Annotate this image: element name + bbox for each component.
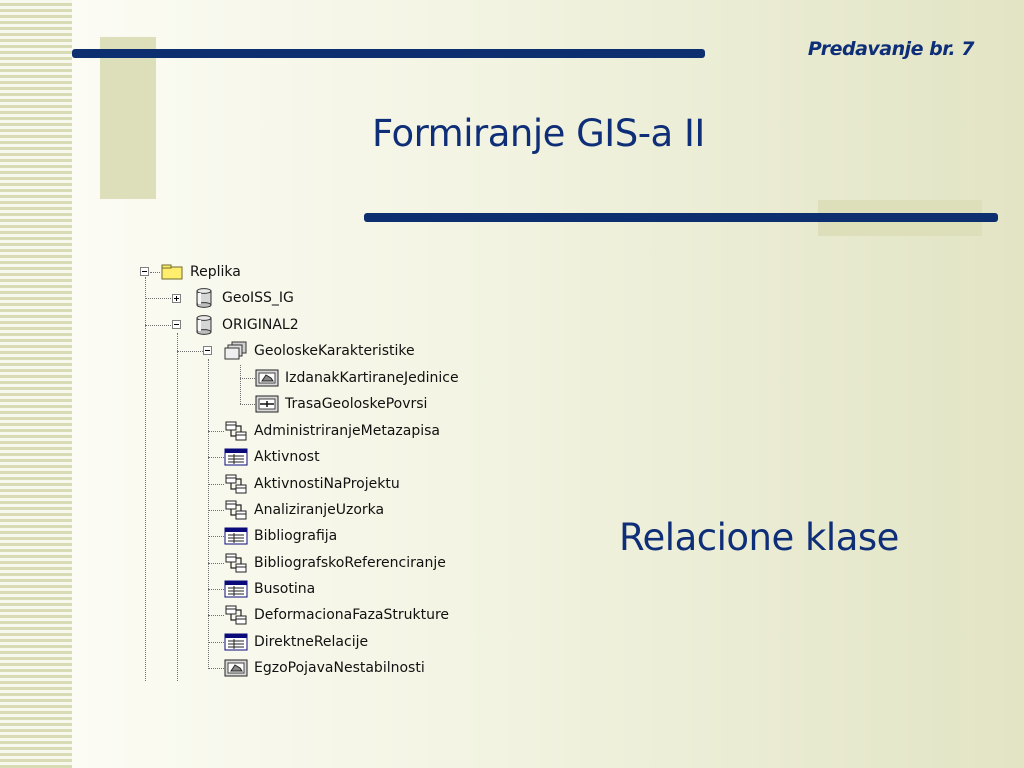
tree-item-geoiss-ig[interactable]: GeoISS_IG — [192, 288, 294, 308]
relationship-class-icon — [224, 474, 248, 494]
tree-item-administriranje-metazapisa[interactable]: AdministriranjeMetazapisa — [224, 421, 440, 441]
tree-connector — [145, 298, 171, 299]
top-rule-line — [72, 49, 705, 58]
tree-item-label: GeoISS_IG — [222, 290, 294, 306]
decorative-block-top-left — [100, 37, 156, 199]
tree-item-bibliografsko-referenciranje[interactable]: BibliografskoReferenciranje — [224, 553, 446, 573]
expand-toggle-geoiss[interactable] — [172, 294, 181, 303]
tree-item-egzo-pojava-nestabilnosti[interactable]: EgzoPojavaNestabilnosti — [224, 658, 425, 678]
tree-connector — [145, 325, 171, 326]
tree-connector — [150, 272, 160, 273]
database-icon — [192, 288, 216, 308]
tree-item-label: IzdanakKartiraneJedinice — [285, 370, 459, 386]
left-stripe-band — [0, 0, 72, 768]
tree-connector — [208, 431, 224, 432]
tree-connector — [177, 351, 203, 352]
table-icon — [224, 447, 248, 467]
tree-item-bibliografija[interactable]: Bibliografija — [224, 526, 337, 546]
slide-caption: Relacione klase — [619, 516, 899, 559]
table-icon — [224, 579, 248, 599]
tree-item-izdanak-kartirane-jedinice[interactable]: IzdanakKartiraneJedinice — [255, 368, 459, 388]
tree-connector — [208, 457, 224, 458]
database-icon — [192, 315, 216, 335]
tree-guide-line — [145, 277, 146, 681]
relationship-class-icon — [224, 605, 248, 625]
polygon-feature-class-icon — [224, 658, 248, 678]
tree-item-label: DirektneRelacije — [254, 634, 369, 650]
tree-item-label: BibliografskoReferenciranje — [254, 555, 446, 571]
relationship-class-icon — [224, 500, 248, 520]
collapse-toggle-dataset[interactable] — [203, 346, 212, 355]
tree-guide-line — [177, 333, 178, 681]
tree-item-label: AnaliziranjeUzorka — [254, 502, 385, 518]
tree-connector — [208, 484, 224, 485]
collapse-toggle-original2[interactable] — [172, 320, 181, 329]
tree-item-label: GeoloskeKarakteristike — [254, 343, 415, 359]
tree-connector — [208, 563, 224, 564]
tree-connector — [240, 404, 255, 405]
tree-item-aktivnost[interactable]: Aktivnost — [224, 447, 320, 467]
tree-item-replika[interactable]: Replika — [160, 262, 241, 282]
tree-connector — [208, 589, 224, 590]
tree-connector — [208, 642, 224, 643]
tree-guide-line — [240, 365, 241, 404]
slide-title: Formiranje GIS-a II — [372, 112, 705, 155]
collapse-toggle-replika[interactable] — [140, 267, 149, 276]
lecture-number: Predavanje br. 7 — [807, 38, 975, 60]
relationship-class-icon — [224, 421, 248, 441]
feature-dataset-icon — [224, 341, 248, 361]
tree-connector — [208, 510, 224, 511]
tree-item-original2[interactable]: ORIGINAL2 — [192, 315, 299, 335]
polygon-feature-class-icon — [255, 368, 279, 388]
tree-item-trasa-geoloske-povrsi[interactable]: TrasaGeoloskePovrsi — [255, 394, 427, 414]
relationship-class-icon — [224, 553, 248, 573]
tree-item-label: EgzoPojavaNestabilnosti — [254, 660, 425, 676]
tree-item-label: Bibliografija — [254, 528, 338, 544]
line-feature-class-icon — [255, 394, 279, 414]
tree-item-label: Replika — [190, 264, 241, 280]
tree-item-aktivnosti-na-projektu[interactable]: AktivnostiNaProjektu — [224, 474, 400, 494]
tree-item-busotina[interactable]: Busotina — [224, 579, 315, 599]
table-icon — [224, 632, 248, 652]
tree-item-label: Aktivnost — [254, 449, 320, 465]
tree-item-label: AdministriranjeMetazapisa — [254, 423, 440, 439]
tree-connector — [240, 378, 255, 379]
tree-item-label: TrasaGeoloskePovrsi — [285, 396, 428, 412]
tree-item-direktne-relacije[interactable]: DirektneRelacije — [224, 632, 368, 652]
table-icon — [224, 526, 248, 546]
tree-item-label: DeformacionaFazaStrukture — [254, 607, 450, 623]
tree-item-analiziranje-uzorka[interactable]: AnaliziranjeUzorka — [224, 500, 384, 520]
tree-connector — [208, 615, 224, 616]
tree-connector — [208, 536, 224, 537]
tree-item-deformaciona-faza-strukture[interactable]: DeformacionaFazaStrukture — [224, 605, 449, 625]
tree-connector — [208, 668, 224, 669]
tree-item-label: Busotina — [254, 581, 316, 597]
folder-icon — [160, 262, 184, 282]
tree-guide-line — [208, 359, 209, 669]
tree-item-label: ORIGINAL2 — [222, 317, 299, 333]
tree-item-geoloske-karakteristike[interactable]: GeoloskeKarakteristike — [224, 341, 415, 361]
middle-rule-line — [364, 213, 998, 222]
tree-item-label: AktivnostiNaProjektu — [254, 476, 400, 492]
